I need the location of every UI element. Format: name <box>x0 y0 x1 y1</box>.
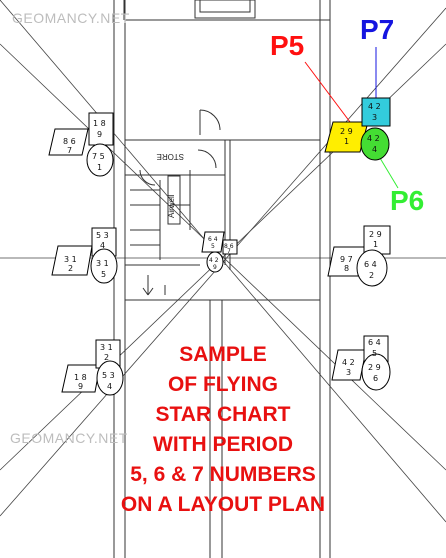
w-p6-top: 3 1 <box>96 259 109 268</box>
ne-p6-bot: 4 <box>372 145 377 154</box>
caption-block: SAMPLE OF FLYING STAR CHART WITH PERIOD … <box>88 340 358 520</box>
p6-label: P6 <box>390 185 425 216</box>
sw-period5-box <box>61 364 101 393</box>
center-period7-box <box>222 239 238 255</box>
w-p5-top: 3 1 <box>64 255 77 264</box>
ne-p7-top: 4 2 <box>368 102 381 111</box>
se-p5-bot: 3 <box>346 368 351 377</box>
center-p6-bot: 9 <box>213 264 217 271</box>
center-p5-bot: 5 <box>211 243 215 250</box>
caption-line-2: OF FLYING <box>167 373 279 396</box>
e-p6-bot: 2 <box>369 271 374 280</box>
nw-p5-top: 8 6 <box>63 137 76 146</box>
sw-p5-top: 1 8 <box>74 373 87 382</box>
sector-sw: 1 8 9 3 1 2 5 3 4 <box>61 339 124 396</box>
sw-p7-bot: 2 <box>104 353 109 362</box>
ne-p6-top: 4 2 <box>367 134 380 143</box>
walls <box>113 0 331 558</box>
se-p6-top: 2 9 <box>368 363 381 372</box>
center-p7-bot: 7 <box>227 248 231 255</box>
sector-ne: 2 9 1 4 2 3 4 2 4 <box>324 97 391 161</box>
caption-line-4: WITH PERIOD <box>153 433 293 456</box>
caption-line-1: SAMPLE <box>179 343 267 366</box>
caption-line-3: STAR CHART <box>155 403 291 426</box>
nw-period5-box <box>48 128 89 156</box>
e-p6-top: 6 4 <box>364 260 377 269</box>
center-p7-top: 8 6 <box>224 243 234 250</box>
p7-label: P7 <box>360 14 395 45</box>
nw-p7-top: 1 8 <box>93 119 106 128</box>
store-label: STORE <box>157 152 184 161</box>
se-p6-bot: 6 <box>373 374 378 383</box>
center-period6-circle <box>206 251 224 273</box>
w-p7-bot: 4 <box>100 241 105 250</box>
nw-p6-bot: 1 <box>97 163 102 172</box>
nw-period7-box <box>88 112 114 146</box>
sw-period6-circle <box>96 360 124 396</box>
center-period5-box <box>201 231 225 253</box>
se-p5-top: 4 2 <box>342 358 355 367</box>
sw-p6-bot: 4 <box>107 382 112 391</box>
nw-period6-circle <box>86 143 114 177</box>
caption-line-6: ON A LAYOUT PLAN <box>120 493 326 516</box>
airwell-label: Airwell <box>167 194 176 218</box>
watermark-top: GEOMANCY.NET <box>12 10 130 26</box>
nw-p7-bot: 9 <box>97 130 102 139</box>
sector-e: 9 7 8 2 9 1 6 4 2 <box>327 225 391 287</box>
w-p7-top: 5 3 <box>96 231 109 240</box>
sector-nw: 8 6 7 1 8 9 7 5 1 <box>48 112 114 177</box>
p6-leader <box>379 157 399 189</box>
sw-p7-top: 3 1 <box>100 343 113 352</box>
sector-center: 6 4 5 8 6 7 4 2 9 <box>201 231 238 273</box>
p5-leader <box>304 61 351 123</box>
se-period5-box <box>331 349 367 381</box>
nw-p5-bot: 7 <box>67 146 72 155</box>
se-p7-bot: 5 <box>372 349 377 358</box>
e-period7-box <box>363 225 391 255</box>
sector-w: 3 1 2 5 3 4 3 1 5 <box>51 227 118 284</box>
ne-period6-circle <box>360 127 390 161</box>
w-p6-bot: 5 <box>101 270 106 279</box>
ne-p7-bot: 3 <box>372 113 377 122</box>
e-period6-circle <box>356 249 388 287</box>
p5-label: P5 <box>270 30 305 61</box>
caption-line-5: 5, 6 & 7 NUMBERS <box>130 463 316 486</box>
ne-p5-top: 2 9 <box>340 127 353 136</box>
watermark-middle: GEOMANCY.NET <box>10 430 128 446</box>
sw-p5-bot: 9 <box>78 382 83 391</box>
sector-se: 4 2 3 6 4 5 2 9 6 <box>331 335 391 391</box>
ne-p5-bot: 1 <box>344 137 349 146</box>
e-p5-bot: 8 <box>344 264 349 273</box>
ne-period7-box <box>361 97 391 127</box>
center-p6-top: 4 2 <box>209 257 219 264</box>
w-p5-bot: 2 <box>68 264 73 273</box>
sw-p6-top: 5 3 <box>102 371 115 380</box>
ne-period5-box <box>324 121 369 153</box>
e-p5-top: 9 7 <box>340 255 353 264</box>
se-p7-top: 6 4 <box>368 338 381 347</box>
nw-p6-top: 7 5 <box>92 152 105 161</box>
e-p7-top: 2 9 <box>369 230 382 239</box>
se-period6-circle <box>361 353 391 391</box>
e-p7-bot: 1 <box>373 240 378 249</box>
w-period6-circle <box>90 248 118 284</box>
w-period5-box <box>51 245 93 276</box>
center-p5-top: 6 4 <box>208 236 218 243</box>
